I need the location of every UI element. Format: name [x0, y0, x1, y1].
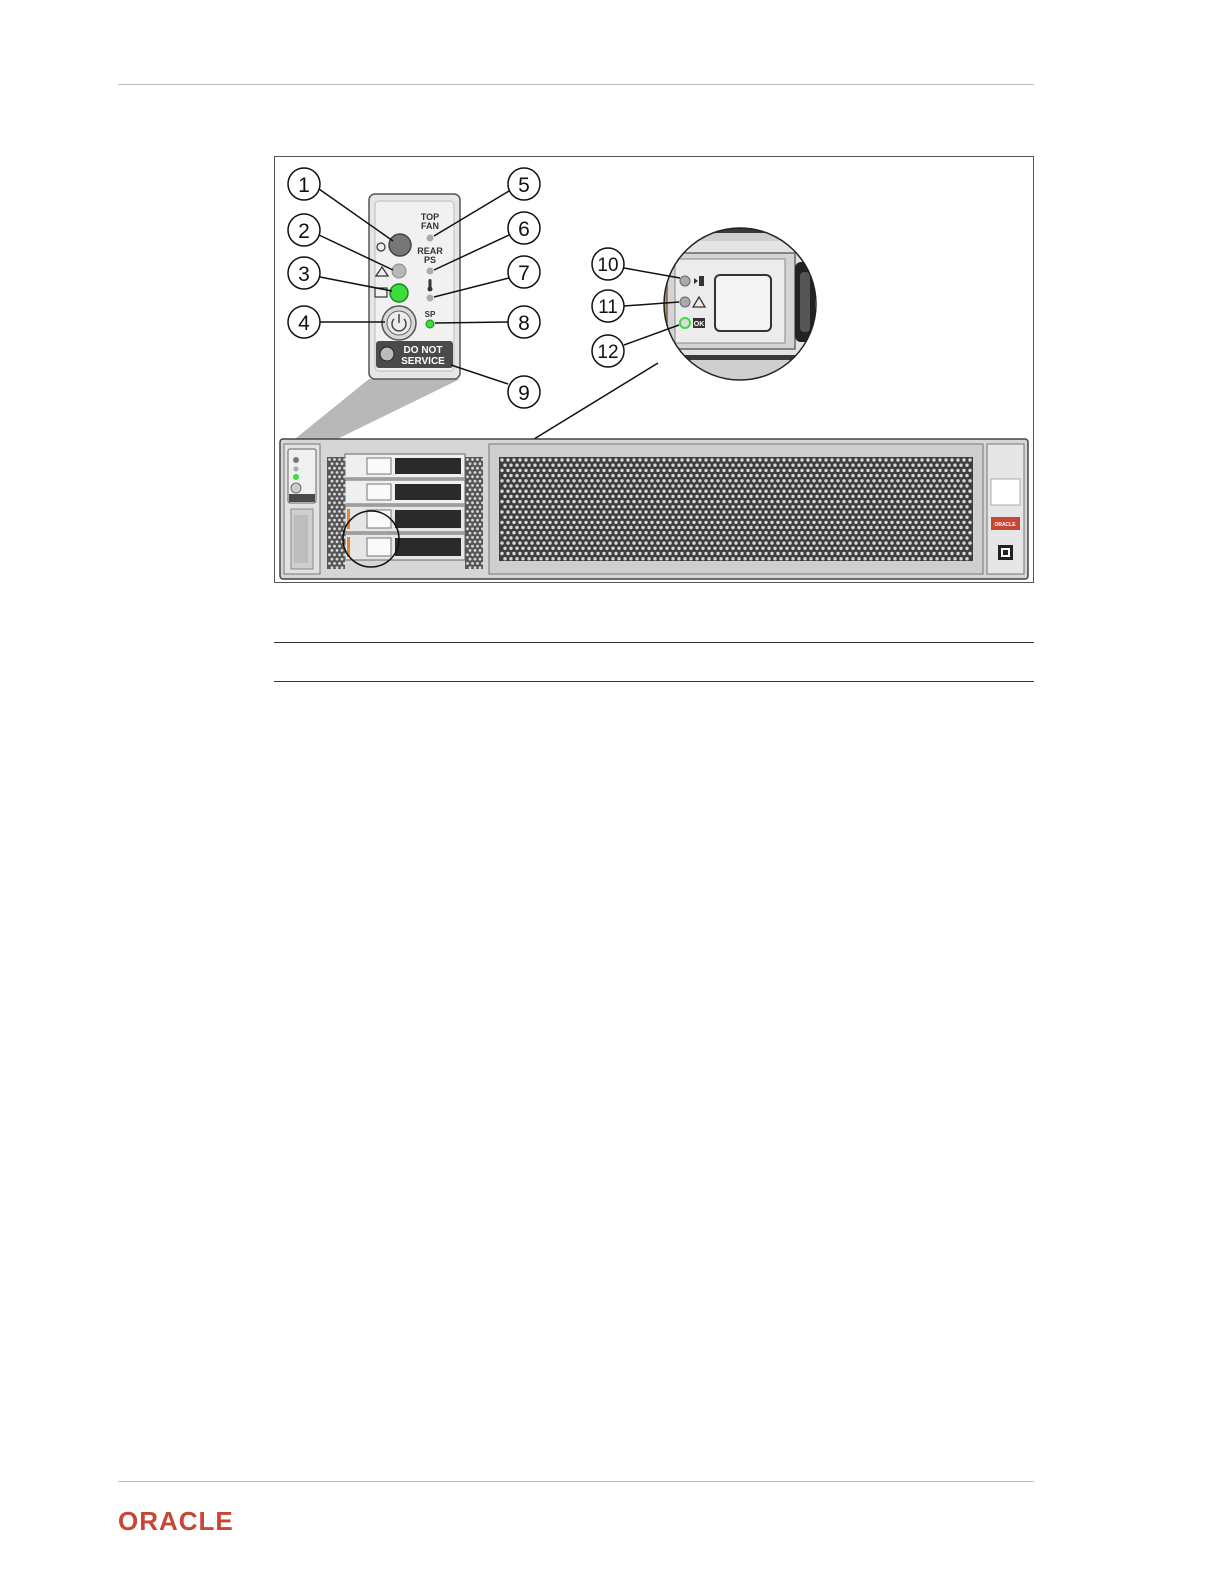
svg-text:12: 12	[597, 342, 618, 363]
rear-ps-led	[427, 268, 434, 275]
top-fan-led	[427, 235, 434, 242]
svg-text:4: 4	[298, 312, 310, 335]
drive-ready-to-remove-led	[680, 276, 690, 286]
callout-9: 9	[451, 365, 540, 408]
svg-text:5: 5	[518, 174, 530, 197]
table-top-rule	[274, 642, 1034, 643]
temp-led	[427, 295, 434, 302]
svg-text:8: 8	[518, 312, 530, 335]
drive-map-label	[991, 479, 1020, 505]
drive-fault-led	[680, 297, 690, 307]
fan-label: FAN	[421, 221, 439, 231]
server-front-panel-figure: TOP FAN REAR PS SP DO NOT SERVICE 1	[274, 156, 1034, 583]
vent-grille	[499, 457, 973, 561]
table-header-rule	[274, 681, 1034, 682]
svg-text:7: 7	[518, 262, 530, 285]
header-rule	[118, 84, 1034, 85]
svg-text:2: 2	[298, 220, 310, 243]
do-not-label: DO NOT	[404, 345, 443, 356]
drive-zoom-circle: OK	[655, 227, 825, 385]
power-ok-led	[390, 284, 408, 302]
drive-bays	[345, 454, 465, 560]
sp-label: SP	[425, 310, 436, 319]
svg-text:OK: OK	[694, 321, 705, 328]
ps-label: PS	[424, 255, 436, 265]
svg-text:10: 10	[597, 255, 618, 276]
do-not-service-led	[380, 347, 394, 361]
service-label: SERVICE	[401, 356, 445, 367]
zoom-wedge	[285, 379, 460, 447]
drive-ok-led	[680, 318, 690, 328]
svg-text:ORACLE: ORACLE	[994, 522, 1016, 528]
drive-release-button[interactable]	[715, 275, 771, 331]
locator-button[interactable]	[389, 234, 411, 256]
drive-latch	[655, 257, 667, 337]
callout-10: 10	[592, 248, 680, 280]
callout-12: 12	[592, 325, 679, 367]
svg-text:9: 9	[518, 382, 530, 405]
oracle-logo: ORACLE	[118, 1507, 234, 1535]
status-panel-enlarged: TOP FAN REAR PS SP DO NOT SERVICE	[369, 194, 460, 379]
server-chassis: ORACLE	[280, 439, 1028, 579]
footer-rule	[118, 1481, 1034, 1482]
svg-text:6: 6	[518, 218, 530, 241]
sp-led	[426, 320, 434, 328]
svg-text:11: 11	[598, 297, 618, 318]
svg-text:1: 1	[298, 174, 310, 197]
svg-text:3: 3	[298, 263, 310, 286]
service-action-led	[392, 264, 406, 278]
